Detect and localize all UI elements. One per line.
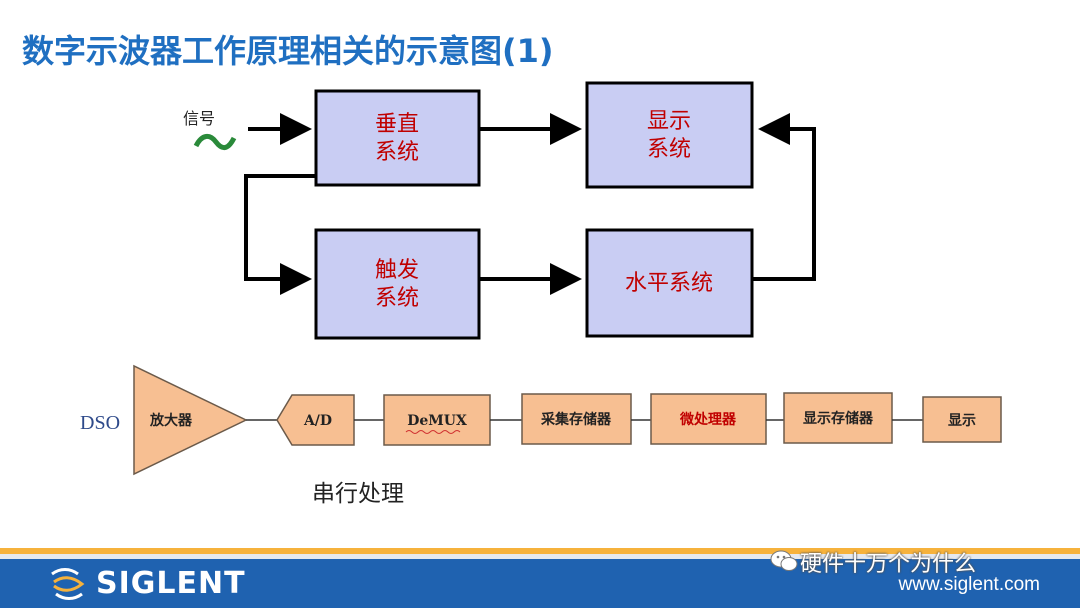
amplifier-label: 放大器: [149, 412, 193, 429]
signal-label: 信号: [183, 109, 215, 128]
block-display-system: [585, 81, 754, 189]
brand-name: SIGLENT: [96, 566, 246, 601]
stage-demux: [383, 394, 491, 446]
stage-display-memory-label: 显示存储器: [803, 410, 874, 427]
spellcheck-underline: [405, 430, 461, 434]
block-vertical-label-1: 垂直: [375, 112, 419, 137]
watermark-text: 硬件十万个为什么: [800, 552, 977, 577]
stage-display: [922, 396, 1002, 443]
stage-display-label: 显示: [948, 413, 976, 429]
stage-processor-label: 微处理器: [679, 411, 737, 428]
block-vertical-system: [314, 89, 481, 187]
block-display-label-1: 显示: [647, 109, 691, 134]
stage-display-memory: [783, 392, 893, 444]
block-trigger-label-1: 触发: [375, 258, 419, 283]
stage-ad-label: A/D: [303, 413, 332, 429]
serial-processing-label: 串行处理: [312, 481, 404, 507]
stage-demux-label: DeMUX: [407, 413, 467, 429]
page-title: 数字示波器工作原理相关的示意图(1): [22, 32, 554, 70]
footer-stripe: [0, 548, 1080, 554]
signal-wave-icon: [193, 134, 237, 150]
stage-acq-memory-label: 采集存储器: [540, 411, 612, 428]
footer-stripe-light: [0, 554, 1080, 559]
website-url: www.siglent.com: [898, 574, 1041, 595]
block-horizontal-system: [585, 228, 754, 338]
arrow-vertical-to-trigger: [244, 174, 316, 295]
amplifier-triangle: [133, 364, 248, 476]
footer-bar: [0, 559, 1080, 608]
siglent-logo-icon: [51, 568, 85, 600]
block-trigger-label-2: 系统: [375, 286, 419, 311]
block-display-label-2: 系统: [647, 137, 691, 162]
block-trigger-system: [314, 228, 481, 340]
wechat-icon: [770, 550, 798, 571]
arrow-horizontal-to-display: [752, 113, 816, 281]
dso-label: DSO: [80, 412, 120, 434]
oscilloscope-diagram: 信号 垂直 系统 显示 系统 触发 系统 水平系统 DSO 放大器 A/D De…: [80, 81, 1002, 476]
stage-acq-memory: [521, 393, 632, 445]
stage-processor: [650, 393, 767, 445]
block-vertical-label-2: 系统: [375, 140, 419, 165]
block-horizontal-label: 水平系统: [625, 271, 713, 296]
